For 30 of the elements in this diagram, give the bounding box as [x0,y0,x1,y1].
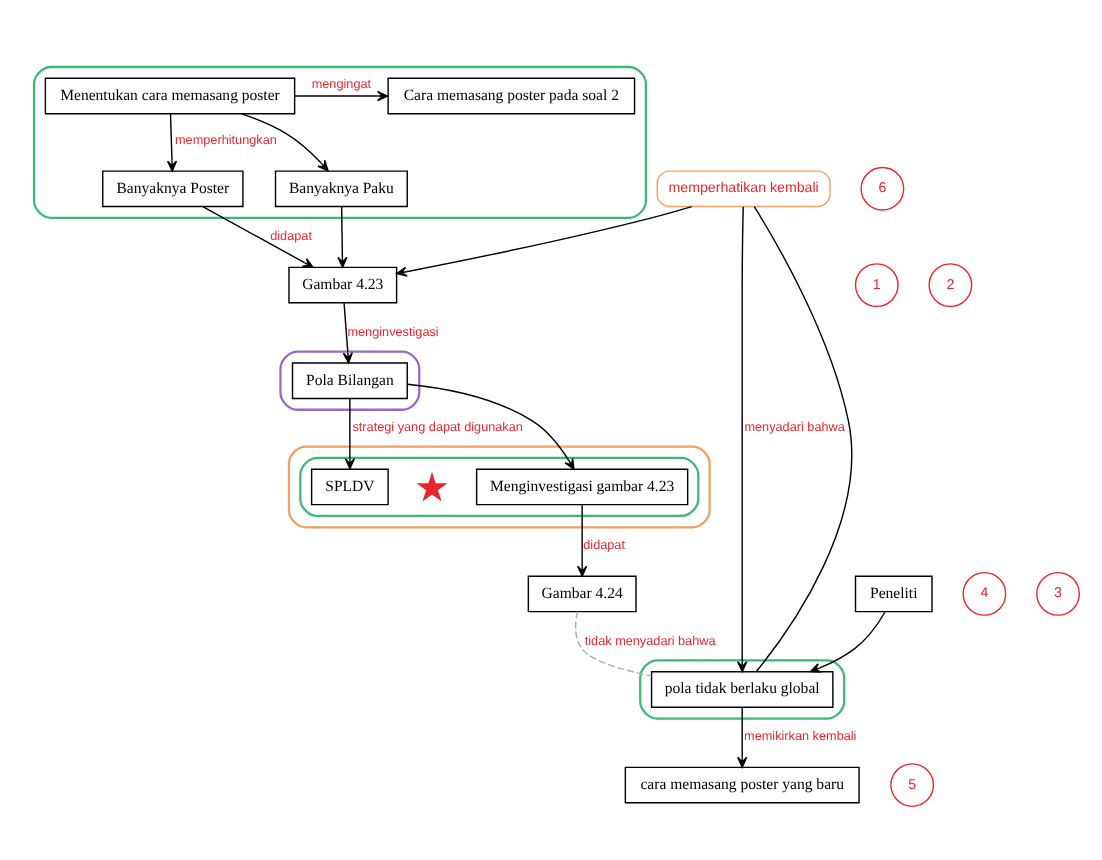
arrow [737,205,748,672]
node-box: Banyaknya Poster [102,169,244,207]
cluster [32,64,648,218]
arrow [240,112,329,171]
node-box: Pola Bilangan [291,361,408,399]
connector [753,205,853,671]
node-box: Gambar 4.23 [288,265,398,303]
node-box: Menginvestigasi gambar 4.23 [475,467,689,505]
arrow [737,705,748,767]
node-box: Gambar 4.24 [527,574,637,612]
arrow [344,397,356,469]
connector [574,609,653,676]
node-box: cara memasang poster yang baru [624,765,860,803]
cluster [287,444,711,528]
arrow [342,301,353,363]
node-box: Banyaknya Paku [274,169,408,207]
arrow [395,204,693,276]
node-box: SPLDV [310,467,389,505]
arrow [202,205,314,268]
node-star [416,470,448,501]
arrow [293,89,389,101]
node-box: Peneliti [854,574,933,612]
arrow [166,112,178,171]
node-box: pola tidak berlaku global [650,670,834,707]
arrow [809,610,886,672]
arrow [577,503,588,576]
node-box: Cara memasang poster pada soal 2 [387,76,636,114]
node-box: Menentukan cara memasang poster [44,76,296,114]
arrow [337,205,348,267]
arrow [406,382,575,469]
